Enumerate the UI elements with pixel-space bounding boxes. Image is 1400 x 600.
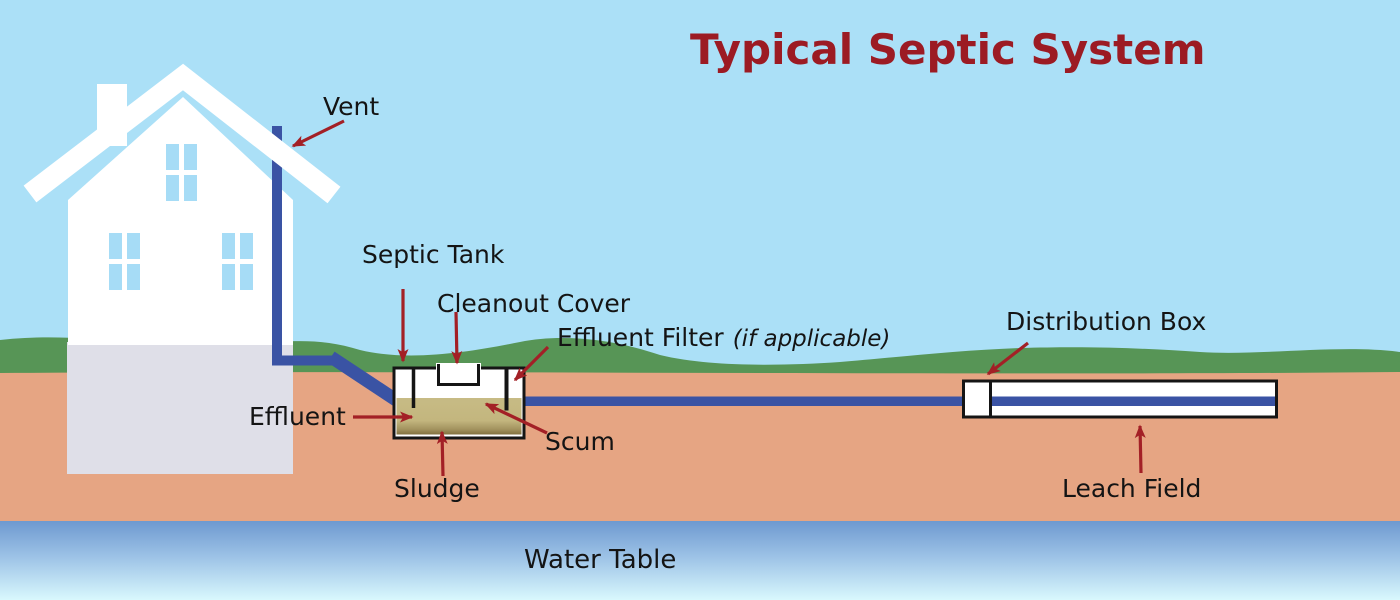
vent-label: Vent — [323, 92, 380, 121]
effluent-filter-label: Effluent Filter (if applicable) — [557, 324, 890, 352]
water-table-band — [0, 521, 1400, 600]
cleanout-cover-gap — [436, 363, 481, 387]
distribution-box-label: Distribution Box — [1006, 307, 1207, 336]
house-foundation — [67, 342, 293, 474]
effluent-filter-note: (if applicable) — [732, 326, 891, 352]
left-window — [109, 233, 140, 290]
leach-pipe — [992, 396, 1275, 406]
cleanout-cover-outline — [437, 364, 480, 386]
leach-field-assembly — [962, 379, 1278, 419]
diagram-title: Typical Septic System — [690, 25, 1206, 74]
leach-field-label: Leach Field — [1062, 474, 1202, 503]
effluent-label: Effluent — [249, 402, 346, 431]
effluent-filter-arrow — [513, 345, 550, 382]
roof — [23, 63, 341, 204]
cleanout-cover-label: Cleanout Cover — [437, 289, 631, 318]
effluent-filter-label-text: Effluent Filter — [557, 323, 724, 352]
gable-window — [166, 144, 197, 201]
vent-pipe — [272, 126, 336, 366]
sludge-arrow — [436, 430, 448, 477]
sludge-label: Sludge — [394, 474, 480, 503]
scum-label: Scum — [545, 427, 615, 456]
distribution-box-arrow — [986, 341, 1029, 376]
right-window — [222, 233, 253, 290]
cleanout-cover-arrow — [451, 311, 463, 365]
outlet-pipe — [520, 396, 966, 406]
callout-arrows — [291, 119, 1146, 477]
septic-tank-label: Septic Tank — [362, 240, 505, 269]
water-table-label: Water Table — [524, 545, 677, 575]
septic-tank — [392, 363, 526, 440]
tank-liquid — [396, 398, 522, 435]
vent-arrow — [291, 119, 345, 148]
leach-field-arrow — [1134, 424, 1146, 474]
scum-arrow — [484, 402, 548, 435]
house-drain-pipe — [327, 351, 403, 408]
